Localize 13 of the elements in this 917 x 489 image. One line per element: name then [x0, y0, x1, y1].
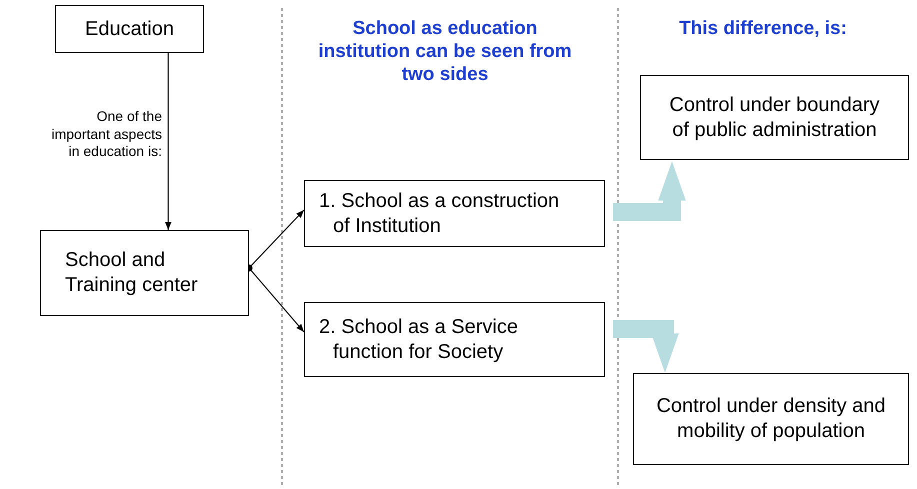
text-box: 2. School as a Service function for Society [304, 302, 605, 377]
text-box: Control under density and mobility of population [633, 373, 909, 465]
text-box: Control under boundary of public administration [640, 75, 909, 160]
edge-label: One of the important aspects in education is: [50, 108, 162, 160]
text-box: 1. School as a construction of Institution [304, 180, 605, 247]
block-arrow [613, 162, 686, 221]
arrow [248, 268, 304, 332]
column-heading: School as education institution can be seen from two sides [317, 18, 573, 86]
arrow [248, 210, 304, 268]
text-box: Education [55, 5, 204, 53]
column-heading: This difference, is: [678, 18, 848, 41]
block-arrow [613, 320, 679, 372]
arrow [165, 53, 172, 230]
